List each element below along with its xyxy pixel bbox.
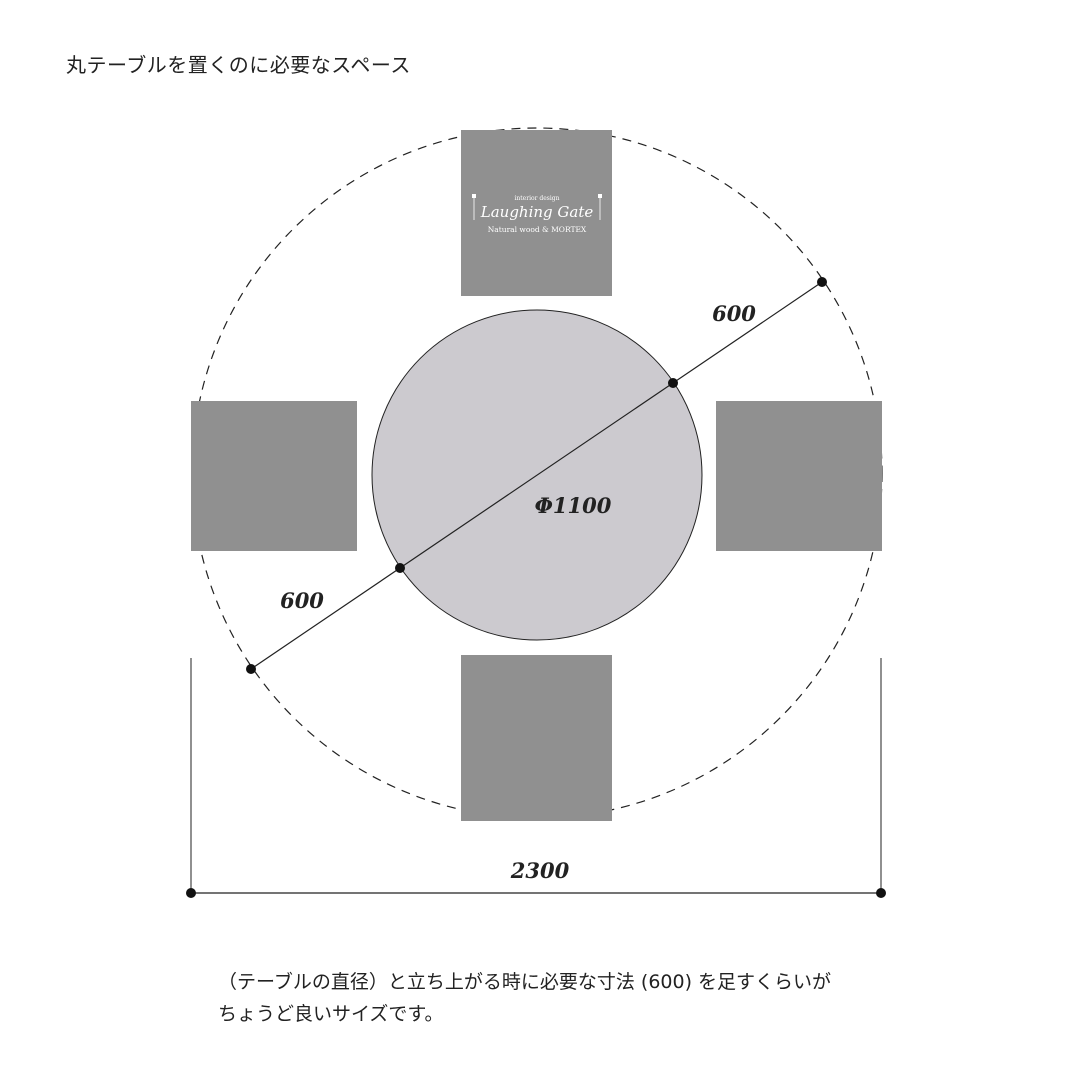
caption: （テーブルの直径）と立ち上がる時に必要な寸法 (600) を足すくらいが ちょう… <box>218 966 918 1030</box>
clearance-label-upper: 600 <box>712 301 756 326</box>
chair-bottom <box>461 655 612 821</box>
dimension-dot-table-bottom <box>395 563 405 573</box>
chair-left <box>191 401 357 551</box>
logo-brand-name: Laughing Gate <box>480 203 594 221</box>
table-diameter-label: Φ1100 <box>535 493 612 518</box>
logo-subtitle: Natural wood & MORTEX <box>488 225 587 234</box>
diagonal-dimension-line <box>250 281 823 670</box>
logo-tagline: interior design <box>514 195 559 202</box>
chair-top <box>461 130 612 296</box>
clearance-label-lower: 600 <box>280 588 324 613</box>
dimension-dot-outer-top <box>817 277 827 287</box>
caption-line-2: ちょうど良いサイズです。 <box>218 1003 444 1025</box>
laughing-gate-logo: interior design Laughing Gate Natural wo… <box>472 194 602 234</box>
chair-right <box>716 401 882 551</box>
dimension-dot-table-top <box>668 378 678 388</box>
width-dot-left <box>186 888 196 898</box>
total-width-label: 2300 <box>510 858 570 883</box>
dimension-dot-outer-bottom <box>246 664 256 674</box>
caption-line-1: （テーブルの直径）と立ち上がる時に必要な寸法 (600) を足すくらいが <box>218 971 832 993</box>
page-title: 丸テーブルを置くのに必要なスペース <box>66 53 411 77</box>
width-dot-right <box>876 888 886 898</box>
